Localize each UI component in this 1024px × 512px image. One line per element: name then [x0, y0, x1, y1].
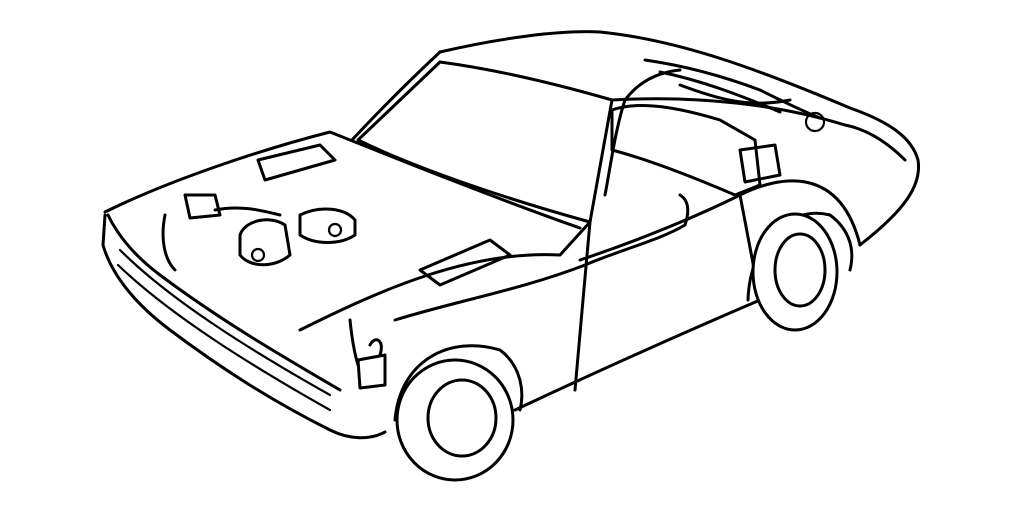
- headlight-connector-right: [298, 207, 357, 244]
- harness-body: [393, 193, 690, 322]
- harness-front: [161, 193, 282, 272]
- grille-line-2: [116, 263, 332, 412]
- hood-outline: [103, 130, 582, 230]
- harness-pillar: [603, 68, 682, 197]
- harness-rear-tangle: [643, 58, 822, 120]
- car-body: [101, 30, 921, 440]
- connector-pin: [250, 247, 266, 263]
- hood-front-edge: [106, 213, 342, 392]
- rear-rim: [773, 232, 827, 308]
- tail-connector: [738, 143, 782, 184]
- hood-scoop: [256, 143, 337, 182]
- side-body-line: [578, 193, 762, 302]
- front-fender: [298, 220, 592, 332]
- rear-connector: [804, 111, 826, 133]
- headlight-connector-left: [238, 218, 292, 267]
- grille-line-1: [118, 248, 332, 397]
- front-rim: [426, 378, 498, 458]
- windshield: [356, 60, 614, 224]
- harness-fender: [348, 318, 387, 390]
- door-line: [573, 220, 592, 392]
- front-wheel: [393, 344, 524, 482]
- roof-outline: [350, 30, 921, 247]
- connector-pin: [327, 222, 343, 238]
- front-wheel-arch: [393, 344, 524, 422]
- rear-wheel: [746, 211, 854, 332]
- battery-box: [610, 104, 762, 197]
- rear-window-edge: [610, 97, 847, 127]
- fender-vent: [418, 238, 512, 287]
- rocker-panel: [513, 298, 762, 412]
- rear-deck: [843, 123, 907, 162]
- front-bumper: [101, 213, 387, 440]
- wiring-harness: [161, 58, 826, 390]
